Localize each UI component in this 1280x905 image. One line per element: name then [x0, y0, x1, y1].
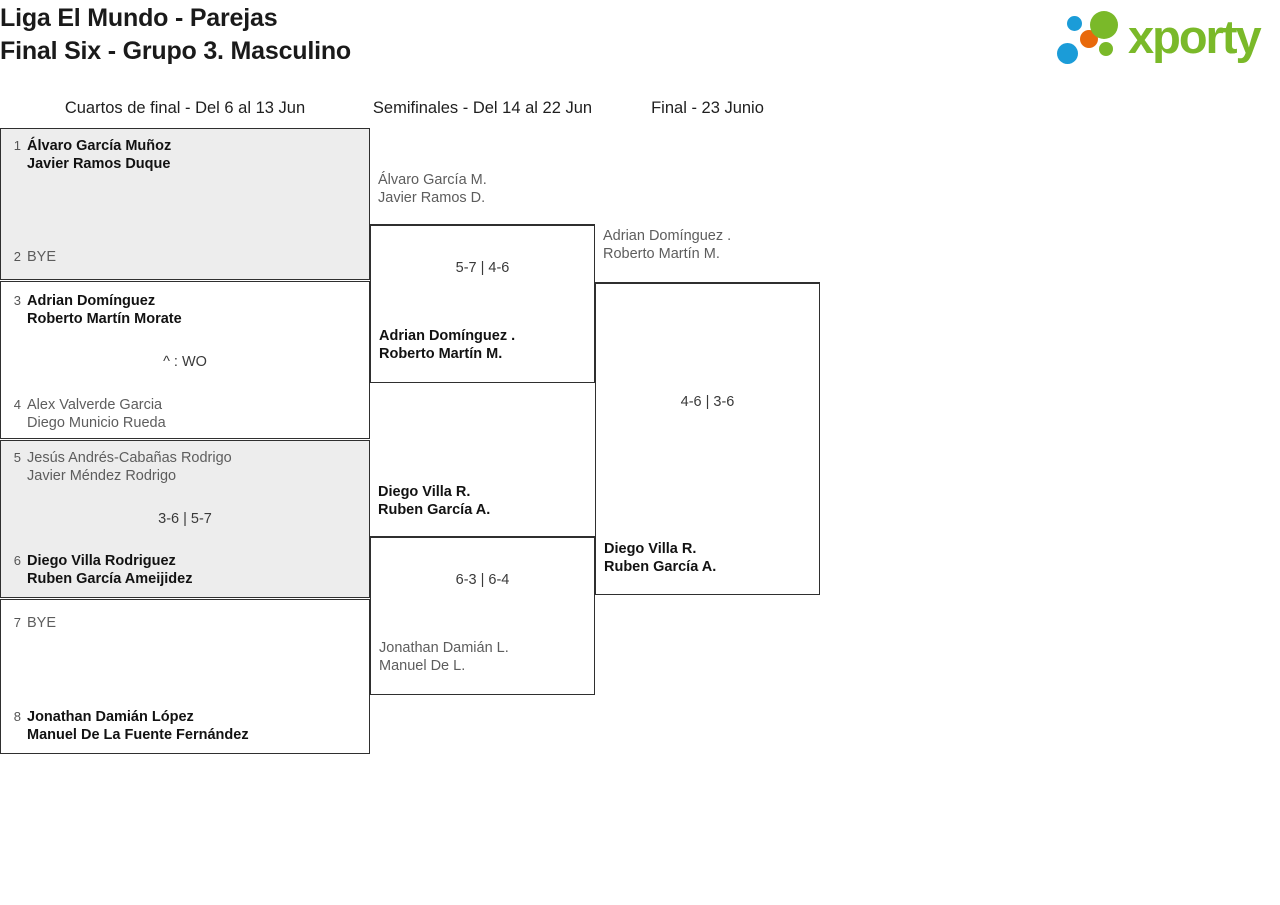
player-1-name: Jesús Andrés-Cabañas Rodrigo	[27, 450, 232, 466]
player-1-name: Adrian Domínguez	[27, 293, 156, 309]
team-names: Alex Valverde Garcia Diego Municio Rueda	[27, 396, 365, 432]
page-header: Liga El Mundo - Parejas Final Six - Grup…	[0, 0, 1280, 88]
seed-number: 5	[13, 450, 21, 465]
connector-sf2-final	[595, 594, 820, 595]
player-1-name: BYE	[27, 249, 57, 265]
player-2-name: Ruben García A.	[604, 559, 717, 575]
team-names: Diego Villa R. Ruben García A.	[604, 540, 815, 576]
round-header-final: Final - 23 Junio	[651, 99, 764, 117]
connector-sf1-final	[595, 282, 820, 283]
match-sf2-score: 6-3 | 6-4	[455, 572, 510, 588]
logo-dots-icon	[1056, 10, 1130, 68]
match-qf3-score: 3-6 | 5-7	[158, 511, 212, 527]
player-2-name: Manuel De L.	[379, 658, 466, 674]
match-qf2[interactable]: 3 Adrian Domínguez Roberto Martín Morate…	[0, 281, 370, 439]
title-line-1: Liga El Mundo - Parejas	[0, 4, 278, 32]
match-sf1[interactable]: 5-7 | 4-6 Adrian Domínguez . Roberto Mar…	[370, 225, 595, 383]
match-final-score: 4-6 | 3-6	[680, 394, 735, 410]
team-names: Jesús Andrés-Cabañas Rodrigo Javier Ménd…	[27, 449, 365, 485]
player-1-name: Diego Villa R.	[378, 484, 471, 500]
team-names: Álvaro García Muñoz Javier Ramos Duque	[27, 137, 365, 173]
title-line-2: Final Six - Grupo 3. Masculino	[0, 37, 351, 65]
player-2-name: Roberto Martín M.	[379, 346, 503, 362]
player-1-name: Adrian Domínguez .	[379, 328, 516, 344]
page-title: Liga El Mundo - Parejas Final Six - Grup…	[0, 2, 351, 68]
xporty-logo[interactable]: xporty	[1046, 6, 1274, 68]
player-2-name: Javier Méndez Rodrigo	[27, 468, 177, 484]
player-1-name: Alex Valverde Garcia	[27, 397, 163, 413]
player-1-name: Jonathan Damián López	[27, 709, 194, 725]
seed-number: 6	[13, 553, 21, 568]
team-names: Jonathan Damián L. Manuel De L.	[379, 639, 590, 675]
match-qf4[interactable]: 7 BYE 8 Jonathan Damián López Manuel De …	[0, 599, 370, 754]
player-2-name: Javier Ramos Duque	[27, 156, 171, 172]
seed-number: 7	[13, 615, 21, 630]
team-names: Diego Villa R. Ruben García A.	[378, 483, 591, 519]
player-2-name: Ruben García A.	[378, 502, 491, 518]
seed-number: 4	[13, 397, 21, 412]
player-2-name: Ruben García Ameijidez	[27, 571, 193, 587]
player-1-name: Álvaro García Muñoz	[27, 138, 172, 154]
player-1-name: Diego Villa R.	[604, 541, 697, 557]
seed-number: 2	[13, 249, 21, 264]
team-names: Álvaro García M. Javier Ramos D.	[378, 171, 591, 207]
match-sf1-score: 5-7 | 4-6	[455, 260, 510, 276]
player-1-name: Jonathan Damián L.	[379, 640, 509, 656]
team-names: Diego Villa Rodriguez Ruben García Ameij…	[27, 552, 365, 588]
player-2-name: Roberto Martín Morate	[27, 311, 182, 327]
team-names: Adrian Domínguez . Roberto Martín M.	[379, 327, 590, 363]
seed-number: 8	[13, 709, 21, 724]
player-1-name: Diego Villa Rodriguez	[27, 553, 176, 569]
player-2-name: Manuel De La Fuente Fernández	[27, 727, 249, 743]
player-1-name: Álvaro García M.	[378, 172, 487, 188]
match-qf2-score: ^ : WO	[163, 354, 207, 370]
player-1-name: BYE	[27, 615, 57, 631]
team-names: Jonathan Damián López Manuel De La Fuent…	[27, 708, 365, 744]
team-names: Adrian Domínguez . Roberto Martín M.	[603, 227, 816, 263]
team-names: BYE	[27, 614, 365, 632]
player-2-name: Javier Ramos D.	[378, 190, 486, 206]
match-qf3[interactable]: 5 Jesús Andrés-Cabañas Rodrigo Javier Mé…	[0, 440, 370, 598]
match-qf1[interactable]: 1 Álvaro García Muñoz Javier Ramos Duque…	[0, 128, 370, 280]
round-header-semifinals: Semifinales - Del 14 al 22 Jun	[372, 99, 593, 117]
player-1-name: Adrian Domínguez .	[603, 228, 732, 244]
seed-number: 3	[13, 293, 21, 308]
player-2-name: Diego Municio Rueda	[27, 415, 166, 431]
seed-number: 1	[13, 138, 21, 153]
team-names: Adrian Domínguez Roberto Martín Morate	[27, 292, 365, 328]
player-2-name: Roberto Martín M.	[603, 246, 720, 262]
connector-qf1-sf1	[370, 224, 595, 225]
round-header-quarterfinals: Cuartos de final - Del 6 al 13 Jun	[64, 99, 306, 117]
connector-qf3-sf2	[370, 536, 595, 537]
team-names: BYE	[27, 248, 365, 266]
logo-wordmark: xporty	[1128, 10, 1262, 63]
match-final[interactable]: 4-6 | 3-6 Diego Villa R. Ruben García A.	[595, 283, 820, 595]
match-sf2[interactable]: 6-3 | 6-4 Jonathan Damián L. Manuel De L…	[370, 537, 595, 695]
